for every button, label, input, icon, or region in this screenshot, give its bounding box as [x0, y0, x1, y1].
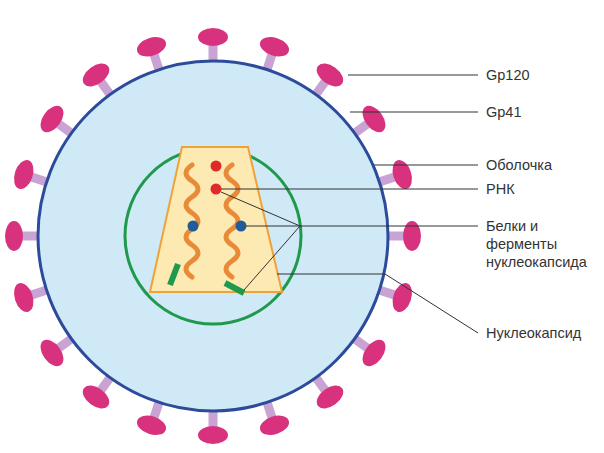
leader-line	[277, 274, 478, 333]
part-label: Gp120	[486, 66, 530, 84]
spike	[5, 221, 40, 251]
envelope-spikes	[5, 28, 421, 444]
leader-lines	[221, 75, 478, 333]
gp120-cap	[11, 157, 37, 191]
gp120-cap	[257, 412, 291, 438]
gp120-cap	[11, 280, 37, 314]
rna-strand	[186, 165, 198, 277]
leader-line	[246, 226, 300, 227]
enzyme-bar	[225, 283, 244, 293]
gp120-cap	[36, 102, 68, 137]
gp120-cap	[134, 412, 168, 438]
leader-line	[350, 112, 478, 113]
protein-dot	[236, 221, 247, 232]
gp120-cap	[313, 59, 348, 91]
gp120-cap	[198, 28, 228, 46]
leader-line	[221, 192, 478, 226]
gp120-cap	[79, 59, 114, 91]
protein-dot	[188, 221, 199, 232]
gp120-cap	[389, 280, 415, 314]
gp120-cap	[134, 34, 168, 60]
leader-line	[374, 165, 478, 166]
gp120-cap	[198, 426, 228, 444]
nucleocapsid	[150, 147, 282, 292]
protein-dot	[211, 184, 222, 195]
gp120-cap	[257, 34, 291, 60]
capsid-ring	[125, 148, 301, 324]
leader-line	[348, 75, 478, 76]
leader-line	[221, 189, 478, 190]
part-label: Нуклеокапсид	[486, 324, 581, 342]
gp120-cap	[389, 157, 415, 191]
spike	[198, 28, 228, 63]
protein-dot	[211, 161, 222, 172]
gp120-cap	[358, 102, 390, 137]
part-label: Оболочка	[486, 156, 552, 174]
gp120-cap	[358, 336, 390, 371]
leader-line	[244, 226, 300, 290]
gp120-cap	[313, 381, 348, 413]
part-label: Gp41	[486, 103, 521, 121]
part-label: РНК	[486, 180, 515, 198]
enzyme-bar	[170, 264, 178, 285]
spike	[198, 409, 228, 444]
rna-strand	[226, 165, 238, 277]
gp120-cap	[5, 221, 23, 251]
viral-envelope	[38, 61, 388, 411]
gp120-cap	[36, 336, 68, 371]
gp120-cap	[79, 381, 114, 413]
part-label: Белки и ферменты нуклеокапсида	[486, 217, 598, 271]
